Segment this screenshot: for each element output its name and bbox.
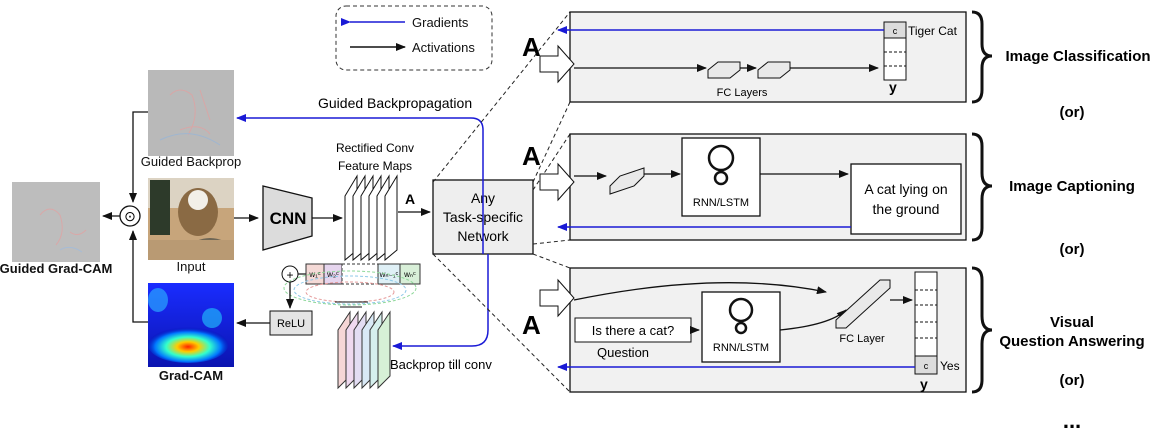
caption-line2: the ground [873, 201, 940, 217]
task-vqa-line1: Visual [1050, 314, 1094, 331]
vqa-rnn-label: RNN/LSTM [713, 342, 769, 354]
backprop-till-conv-arrow [392, 254, 489, 350]
vqa-brace-icon [971, 266, 993, 394]
class-y-label: y [889, 79, 897, 95]
classification-brace-icon [971, 10, 993, 104]
class-c-label: c [893, 26, 898, 36]
task-vqa-line2: Question Answering [999, 333, 1144, 350]
vqa-yes-label: Yes [940, 359, 960, 373]
question-text: Is there a cat? [592, 323, 674, 338]
classification-panel: A FC Layers c Tiger Cat y [522, 11, 967, 103]
weight-n: wₙᶜ [403, 270, 416, 279]
panel2-a-label: A [522, 141, 541, 171]
plus-symbol-icon: + [286, 268, 293, 282]
tiger-cat-label: Tiger Cat [908, 24, 958, 38]
guided-backprop-caption: Guided Backprop [141, 154, 241, 169]
rectified-line1: Rectified Conv [336, 141, 414, 155]
multiply-symbol-icon: ⊙ [124, 208, 136, 224]
vqa-y-label: y [920, 376, 928, 392]
captioning-panel: A RNN/LSTM A cat lying on the ground [522, 133, 967, 241]
task-or-2: (or) [1060, 241, 1085, 258]
panel1-input-arrow-icon [539, 44, 575, 84]
vqa-c-label: c [924, 361, 929, 371]
caption-fc-icon [609, 167, 645, 195]
question-label: Question [597, 345, 649, 360]
fc-layer-2-icon [757, 61, 791, 79]
cnn-block: CNN [262, 185, 313, 251]
activation-a-label: A [405, 191, 415, 207]
neuron-weights-row: + w₁ᶜ w₂ᶜ wₙ₋₁ᶜ wₙᶜ [281, 263, 421, 308]
task-classification-label: Image Classification [1005, 48, 1150, 65]
weight-2: w₂ᶜ [326, 270, 339, 279]
weight-1: w₁ᶜ [308, 270, 320, 279]
relu-box: ReLU [269, 310, 313, 336]
legend: Gradients Activations [335, 5, 493, 71]
legend-activations-label: Activations [412, 40, 475, 55]
guided-backpropagation-label: Guided Backpropagation [318, 95, 472, 111]
panel2-input-arrow-icon [539, 162, 575, 202]
vqa-panel: A Is there a cat? Question RNN/LSTM FC L… [522, 267, 967, 393]
fc-layer-1-icon [707, 61, 741, 79]
fan-lines [432, 11, 571, 393]
elementwise-multiply-node: ⊙ [119, 205, 141, 227]
vqa-fc-layer-label: FC Layer [839, 333, 885, 345]
guided-gradcam-caption: Guided Grad-CAM [0, 261, 112, 276]
gradcam-heatmap-image [148, 283, 234, 367]
rnn-loop-icon [707, 144, 735, 172]
panel3-input-arrow-icon [539, 278, 575, 318]
task-braces [971, 10, 993, 394]
input-caption: Input [177, 259, 206, 274]
gradcam-caption: Grad-CAM [159, 368, 223, 383]
gradcam-to-multiply-arrow [129, 230, 148, 323]
backprop-till-conv-label: Backprop till conv [390, 357, 492, 372]
fc-layers-label: FC Layers [717, 87, 768, 99]
input-image [148, 178, 234, 260]
task-or-1: (or) [1060, 104, 1085, 121]
panel1-a-label: A [522, 32, 541, 62]
guided-backprop-to-multiply-arrow [129, 111, 148, 203]
legend-gradients-label: Gradients [412, 15, 469, 30]
captioning-brace-icon [971, 132, 993, 242]
task-ellipsis: ... [1063, 408, 1081, 433]
cnn-label: CNN [270, 209, 307, 228]
guided-gradcam-image [12, 182, 100, 262]
guided-backprop-image [148, 70, 234, 156]
relu-label: ReLU [277, 318, 305, 330]
caption-rnn-label: RNN/LSTM [693, 197, 749, 209]
caption-line1: A cat lying on [864, 181, 947, 197]
task-captioning-label: Image Captioning [1009, 178, 1135, 195]
guided-backprop-gradient-arrow [236, 114, 484, 254]
feature-maps-stack [344, 174, 398, 262]
vqa-rnn-loop-icon [728, 297, 754, 323]
gradient-maps-stack [337, 310, 391, 390]
rectified-line2: Feature Maps [338, 159, 412, 173]
vqa-fc-layer-icon [835, 279, 891, 329]
panel3-a-label: A [522, 310, 541, 340]
task-or-3: (or) [1060, 372, 1085, 389]
